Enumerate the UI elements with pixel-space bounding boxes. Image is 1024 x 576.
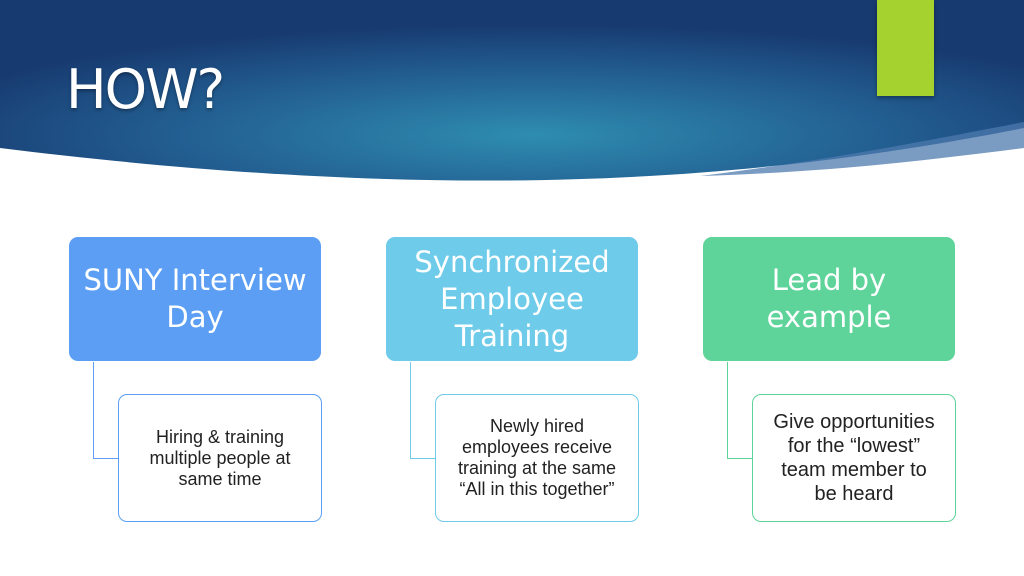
header-background xyxy=(0,0,1024,181)
accent-bar xyxy=(877,0,934,96)
detail-box-hiring-training: Hiring & training multiple people at sam… xyxy=(118,394,322,522)
heading-text: Lead by example xyxy=(766,263,892,334)
detail-box-newly-hired: Newly hired employees receive training a… xyxy=(435,394,639,522)
detail-text: Hiring & training multiple people at sam… xyxy=(149,426,291,489)
heading-text: Synchronized Employee Training xyxy=(414,244,610,353)
detail-text: Give opportunities for the “lowest” team… xyxy=(773,411,935,505)
connector-line xyxy=(410,362,438,459)
connector-line xyxy=(93,362,121,459)
heading-text: SUNY Interview Day xyxy=(83,263,307,334)
heading-box-suny-interview-day: SUNY Interview Day xyxy=(69,237,321,361)
detail-text: Newly hired employees receive training a… xyxy=(457,416,617,499)
detail-box-give-opportunities: Give opportunities for the “lowest” team… xyxy=(752,394,956,522)
slide-title: HOW? xyxy=(66,58,225,121)
connector-line xyxy=(727,362,755,459)
heading-box-synchronized-training: Synchronized Employee Training xyxy=(386,237,638,361)
heading-box-lead-by-example: Lead by example xyxy=(703,237,955,361)
